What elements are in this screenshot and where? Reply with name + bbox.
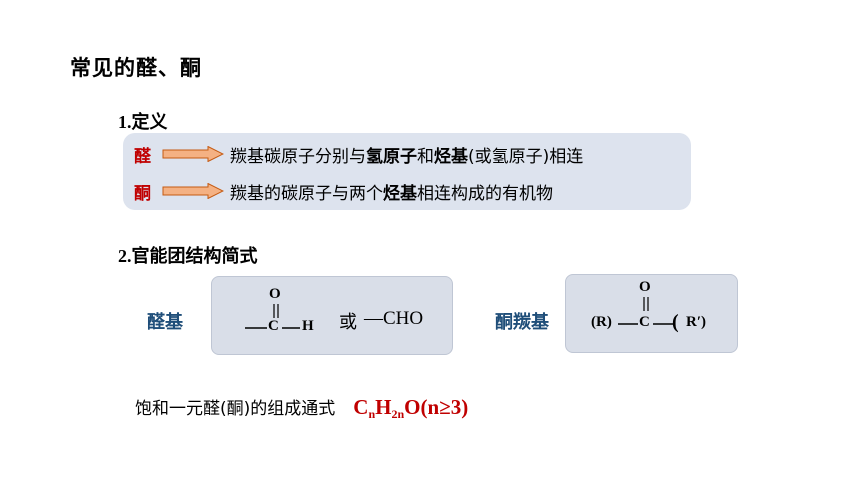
ketone-structure-box xyxy=(565,274,738,353)
or-text: 或 xyxy=(339,312,357,333)
definition-text-post: 相连构成的有机物 xyxy=(417,183,553,204)
section-number: 2. xyxy=(118,246,132,266)
single-bond-left xyxy=(245,327,267,329)
formula-h: H xyxy=(375,395,392,419)
definition-row-aldehyde: 醛 羰基碳原子分别与氢原子和烃基(或氢原子)相连 xyxy=(134,141,583,167)
formula-sub-n: n xyxy=(368,407,376,421)
double-bond xyxy=(273,304,279,318)
carbon-atom: C xyxy=(268,318,279,334)
definition-box xyxy=(123,133,691,210)
r-group-left: (R) xyxy=(591,314,612,330)
oxygen-atom: O xyxy=(269,286,281,302)
general-formula: CnH2nO(n≥3) xyxy=(353,395,468,422)
single-bond-right xyxy=(653,323,673,325)
carbon-atom: C xyxy=(639,314,650,330)
definition-text-pre: 羰基碳原子分别与 xyxy=(230,146,366,167)
oxygen-atom: O xyxy=(639,279,651,295)
definition-bold-hydrogen: 氢原子 xyxy=(366,146,417,167)
right-arrow-icon xyxy=(162,183,224,199)
single-bond-right xyxy=(282,327,300,329)
formula-c: C xyxy=(353,395,369,419)
term-ketone: 酮 xyxy=(134,183,151,204)
section-label: 定义 xyxy=(131,112,168,133)
general-formula-text: 饱和一元醛(酮)的组成通式 xyxy=(135,399,336,419)
aldehyde-structure-box xyxy=(211,276,453,355)
section-label: 官能团结构简式 xyxy=(131,246,258,267)
definition-row-ketone: 酮 羰基的碳原子与两个烃基相连构成的有机物 xyxy=(134,178,553,204)
general-formula-line: 饱和一元醛(酮)的组成通式 CnH2nO(n≥3) xyxy=(135,394,468,422)
formula-sub-2n: 2n xyxy=(391,407,405,421)
aldehyde-group-label: 醛基 xyxy=(147,312,183,333)
hydrogen-atom: H xyxy=(302,318,314,334)
cho-formula: —CHO xyxy=(364,308,424,329)
term-aldehyde: 醛 xyxy=(134,146,151,167)
page-title: 常见的醛、酮 xyxy=(70,56,202,80)
right-arrow-icon xyxy=(162,146,224,162)
single-bond-left xyxy=(618,323,638,325)
section-number: 1. xyxy=(118,112,132,132)
section-definition-heading: 1.定义 xyxy=(118,108,168,134)
double-bond xyxy=(643,297,649,311)
ketone-group-label: 酮羰基 xyxy=(495,312,549,333)
r-group-right: R′) xyxy=(686,314,707,330)
definition-bold-hydrocarbyl: 烃基 xyxy=(434,146,468,167)
definition-text-pre: 羰基的碳原子与两个 xyxy=(230,183,383,204)
section-structure-heading: 2.官能团结构简式 xyxy=(118,242,258,268)
open-paren: ( xyxy=(672,311,679,333)
definition-text-mid: 和 xyxy=(417,146,434,167)
formula-tail: O(n≥3) xyxy=(404,395,469,419)
definition-bold-hydrocarbyl: 烃基 xyxy=(383,183,417,204)
definition-text-post: (或氢原子)相连 xyxy=(468,146,584,167)
